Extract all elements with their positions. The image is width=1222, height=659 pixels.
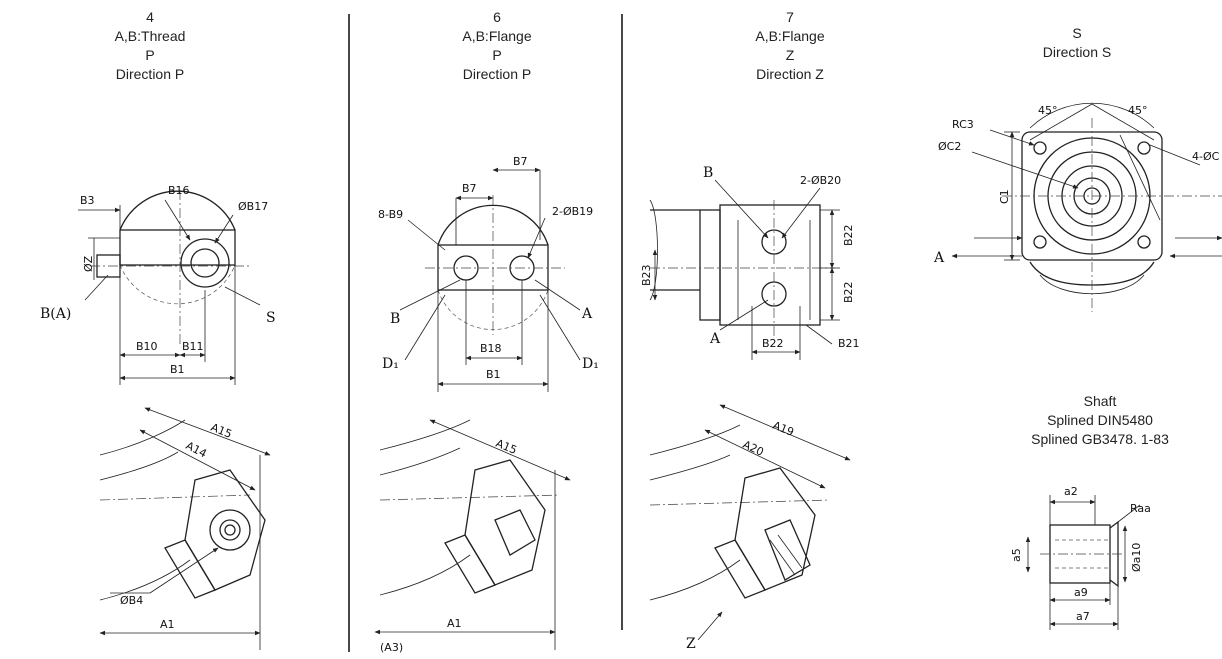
s-c2: ØC2 xyxy=(938,140,961,153)
p7-a19: A19 xyxy=(771,419,796,439)
col7-direction: Direction Z xyxy=(756,66,824,82)
p7-b21: B21 xyxy=(838,337,860,350)
p4-a1: A1 xyxy=(160,618,175,631)
p4-b17: ØB17 xyxy=(238,200,268,213)
p6-b9: 8-B9 xyxy=(378,208,403,221)
view-z7: B 2-ØB20 B22 B22 B23 A B22 B21 xyxy=(640,165,860,360)
shaft-ra: Raa xyxy=(1130,502,1151,515)
view-s: 45° 45° RC3 ØC2 C1 4-ØC A xyxy=(933,102,1222,312)
p6-d1: D₁ xyxy=(382,356,399,372)
p6-a: A xyxy=(581,306,593,322)
p7-b20: 2-ØB20 xyxy=(800,174,841,187)
p4-b4: ØB4 xyxy=(120,594,143,607)
p4-a14: A14 xyxy=(184,439,209,460)
iso-p4: A15 A14 ØB4 A1 xyxy=(99,407,271,650)
p7-b22b: B22 xyxy=(842,281,855,303)
iso-z7: A19 A20 Z xyxy=(649,404,851,652)
s-rc3: RC3 xyxy=(952,118,974,131)
col6-number: 6 xyxy=(493,9,501,25)
col4-type: A,B:Thread xyxy=(114,28,186,44)
p4-b1: B1 xyxy=(170,363,185,376)
shaft-a9: a9 xyxy=(1074,586,1088,599)
s-a: A xyxy=(933,250,945,266)
col4-direction: Direction P xyxy=(115,66,185,82)
shaft-a7: a7 xyxy=(1076,610,1090,623)
p7-a20: A20 xyxy=(741,438,766,459)
header-col4: 4 A,B:Thread P Direction P xyxy=(60,8,240,84)
p7-b22c: B22 xyxy=(762,337,784,350)
p4-ba: B(A) xyxy=(40,306,71,322)
p4-s: S xyxy=(266,310,276,326)
col6-direction: Direction P xyxy=(462,66,532,82)
header-col7: 7 A,B:Flange Z Direction Z xyxy=(700,8,880,84)
p4-b3: B3 xyxy=(80,194,95,207)
p6-b19: 2-ØB19 xyxy=(552,205,593,218)
shaft-a10: Øa10 xyxy=(1130,543,1143,572)
p6-a15: A15 xyxy=(494,437,519,457)
shaft-line2: Splined GB3478. 1-83 xyxy=(1031,431,1169,447)
header-colS: S Direction S xyxy=(1002,24,1152,62)
p7-b22a: B22 xyxy=(842,224,855,246)
p6-b: B xyxy=(390,311,400,327)
view-shaft: a2 Raa a5 Øa10 a9 a7 xyxy=(1010,485,1151,630)
shaft-title: Shaft xyxy=(1083,393,1117,409)
p6-b18: B18 xyxy=(480,342,502,355)
shaft-line1: Splined DIN5480 xyxy=(1047,412,1153,428)
p4-b11: B11 xyxy=(182,340,204,353)
p6-b1: B1 xyxy=(486,368,501,381)
col7-type: A,B:Flange xyxy=(755,28,825,44)
header-col6: 6 A,B:Flange P Direction P xyxy=(407,8,587,84)
p6-a3: (A3) xyxy=(380,641,403,654)
view-p4: B3 B16 ØB17 ØZ B(A) S B10 B11 B1 xyxy=(40,184,276,385)
col6-type: A,B:Flange xyxy=(462,28,532,44)
col7-number: 7 xyxy=(786,9,794,25)
colS-view: S xyxy=(1072,25,1082,41)
p6-d1b: D₁ xyxy=(582,356,599,372)
col6-view: P xyxy=(492,47,502,63)
p6-b7a: B7 xyxy=(513,155,528,168)
p6-b7b: B7 xyxy=(462,182,477,195)
p4-oz: ØZ xyxy=(82,255,95,272)
p7-b23: B23 xyxy=(640,264,653,286)
p4-a15: A15 xyxy=(209,421,234,441)
view-p6: B7 B7 8-B9 2-ØB19 B A D₁ D₁ B18 B1 xyxy=(378,155,599,392)
p6-a1: A1 xyxy=(447,617,462,630)
colS-direction: Direction S xyxy=(1042,44,1112,60)
p7-a: A xyxy=(709,331,721,347)
s-c1: C1 xyxy=(998,189,1011,204)
header-shaft: Shaft Splined DIN5480 Splined GB3478. 1-… xyxy=(1000,392,1200,449)
p4-b10: B10 xyxy=(136,340,158,353)
shaft-a2: a2 xyxy=(1064,485,1078,498)
col4-number: 4 xyxy=(146,9,154,25)
col7-view: Z xyxy=(785,47,795,63)
col4-view: P xyxy=(145,47,155,63)
p7-b: B xyxy=(703,165,713,181)
s-45a: 45° xyxy=(1038,104,1058,117)
shaft-a5: a5 xyxy=(1010,548,1023,562)
s-c4: 4-ØC xyxy=(1192,150,1220,163)
iso-p6: A15 A1 (A3) xyxy=(374,419,571,654)
p4-b16: B16 xyxy=(168,184,190,197)
p7-z: Z xyxy=(686,636,696,652)
s-45b: 45° xyxy=(1128,104,1148,117)
